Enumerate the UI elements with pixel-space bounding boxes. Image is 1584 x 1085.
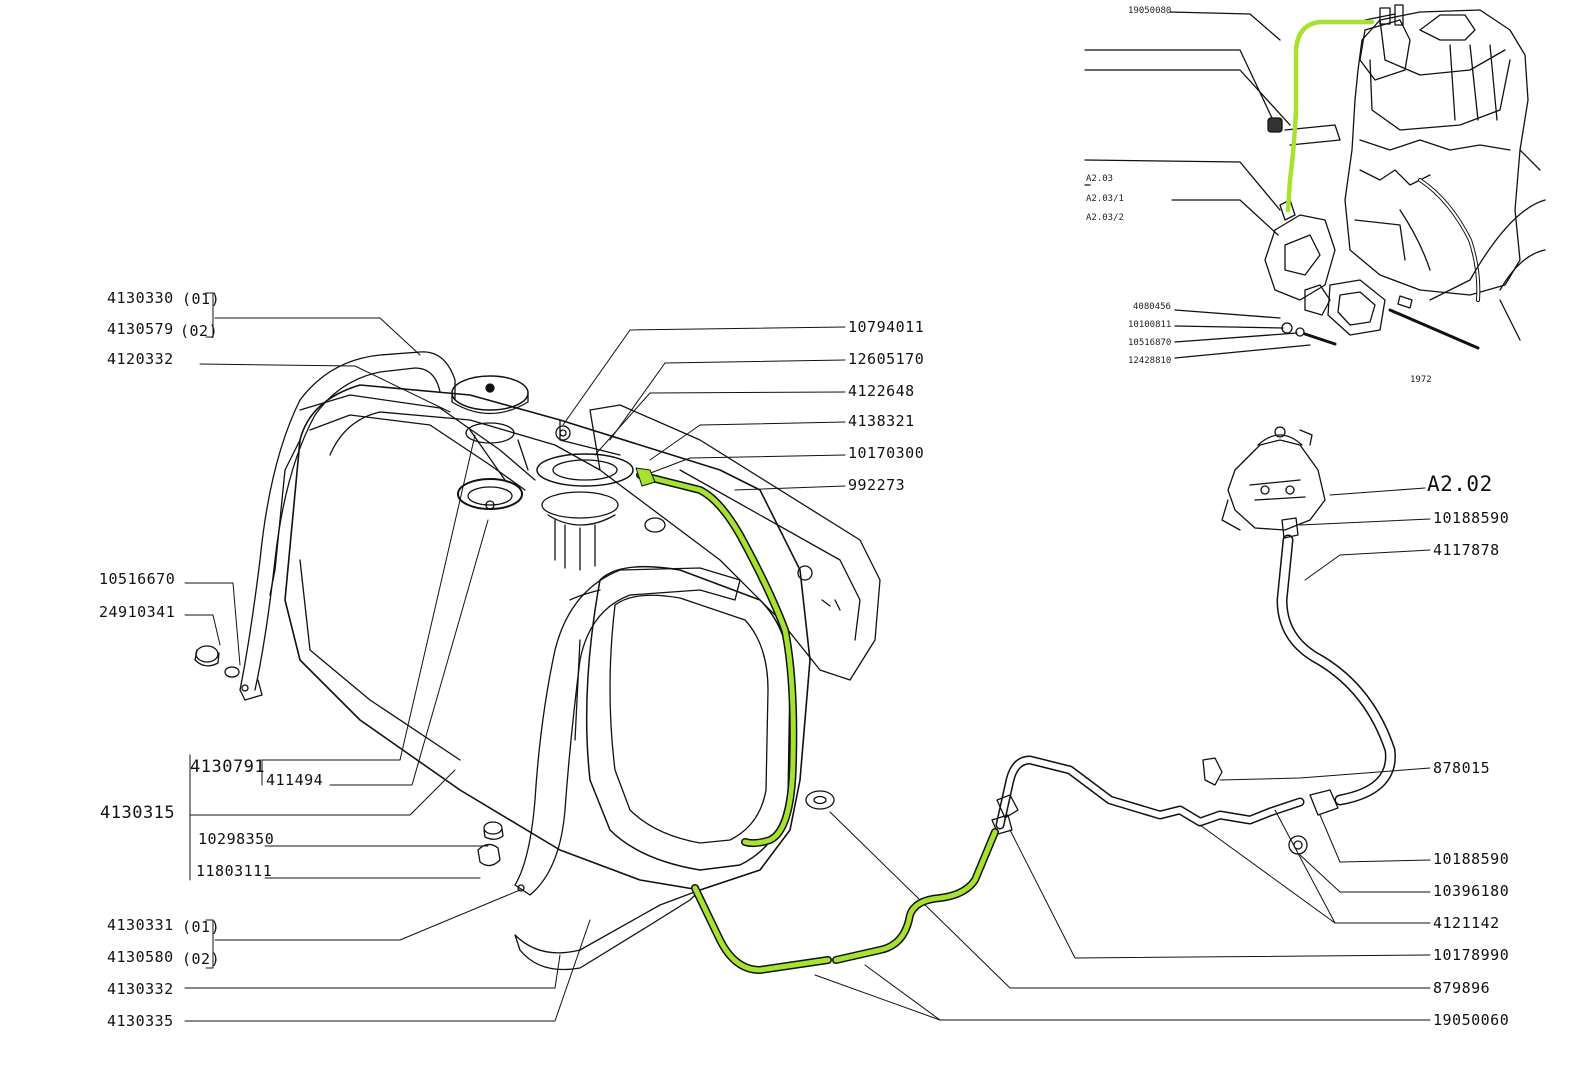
fuel-pump [1221, 426, 1326, 531]
highlighted-fuel-hoses [635, 467, 999, 974]
part-label-10794011: 10794011 [848, 318, 925, 336]
part-label-4130335: 4130335 [107, 1012, 174, 1030]
part-label-4138321: 4138321 [848, 412, 915, 430]
leader-lines [184, 292, 1431, 1022]
part-label-4130580: 4130580 [107, 948, 174, 966]
part-label-10178990: 10178990 [1433, 946, 1510, 964]
inset-figure-number: 1972 [1410, 375, 1432, 385]
inset-label-a2-03-2: A2.03/2 [1086, 213, 1124, 223]
filler-cap [451, 375, 529, 481]
part-label-4130331: 4130331 [107, 916, 174, 934]
part-label-24910341: 24910341 [99, 603, 176, 621]
inset-label-4080456: 4080456 [1133, 302, 1171, 312]
part-label-19050060: 19050060 [1433, 1011, 1510, 1029]
part-label-411494: 411494 [266, 771, 324, 789]
sender-bracket [589, 404, 881, 681]
pump-hose [1276, 534, 1396, 806]
part-label-10516670: 10516670 [99, 570, 176, 588]
variant-note-02: (02) [180, 322, 219, 340]
part-label-878015: 878015 [1433, 759, 1491, 777]
part-label-4117878: 4117878 [1433, 541, 1500, 559]
variant-note-02b: (02) [182, 950, 221, 968]
right-strap [514, 567, 741, 971]
inset-label-a2-03-1: A2.03/1 [1086, 194, 1124, 204]
inset-label-a2-03: A2.03 [1086, 174, 1114, 184]
part-label-4130315: 4130315 [100, 803, 176, 823]
part-label-12605170: 12605170 [848, 350, 925, 368]
left-strap [239, 351, 536, 701]
inset-label-10100811: 10100811 [1128, 320, 1172, 330]
inset-label-10516870: 10516870 [1128, 338, 1172, 348]
rubber-buffers [194, 645, 835, 867]
part-label-10298350: 10298350 [198, 830, 275, 848]
part-label-879896: 879896 [1433, 979, 1491, 997]
part-label-4122648: 4122648 [848, 382, 915, 400]
part-label-10170300: 10170300 [848, 444, 925, 462]
variant-note-01: (01) [182, 290, 221, 308]
part-label-4130579: 4130579 [107, 320, 174, 338]
part-label-4130332: 4130332 [107, 980, 174, 998]
group-label-a2-02: A2.02 [1427, 472, 1493, 496]
part-label-10188590-lower: 10188590 [1433, 850, 1510, 868]
engine-inset [1084, 4, 1546, 359]
inset-label-12428810: 12428810 [1128, 356, 1172, 366]
inset-fuel-hose [1285, 19, 1375, 213]
part-label-10188590-upper: 10188590 [1433, 509, 1510, 527]
part-label-4120332: 4120332 [107, 350, 174, 368]
fuel-tank [284, 384, 811, 891]
part-label-4121142: 4121142 [1433, 914, 1500, 932]
main-fuel-hose [636, 471, 798, 848]
part-label-4130330: 4130330 [107, 289, 174, 307]
part-label-992273: 992273 [848, 476, 906, 494]
part-label-4130791: 4130791 [190, 757, 266, 777]
inset-label-19050080: 19050080 [1128, 6, 1172, 16]
part-label-11803111: 11803111 [196, 862, 273, 880]
metal-fuel-pipe [995, 755, 1305, 830]
fuel-gauge-sender [536, 425, 634, 571]
variant-note-01b: (01) [182, 918, 221, 936]
part-label-10396180: 10396180 [1433, 882, 1510, 900]
